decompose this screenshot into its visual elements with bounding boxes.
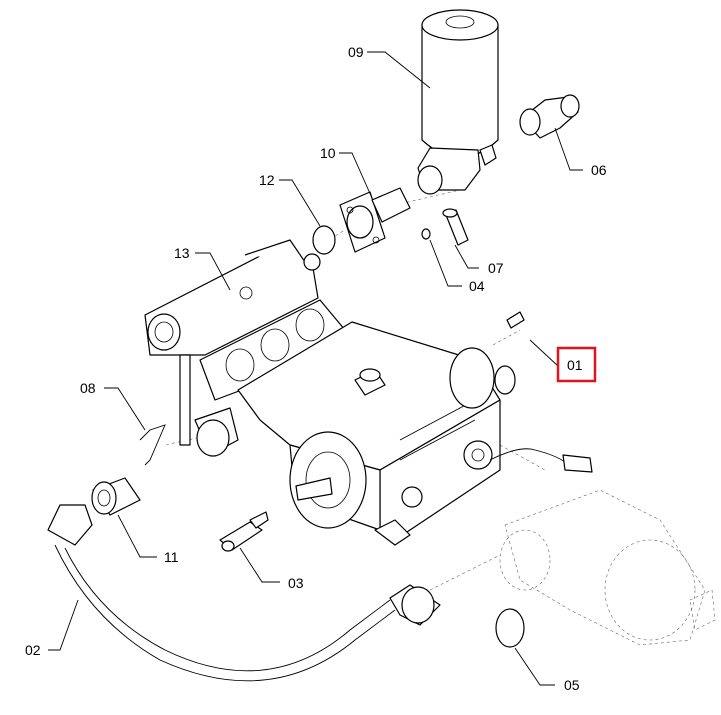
crankcase-part[interactable] [237,321,501,546]
o-ring-05-part[interactable] [495,608,525,648]
leader-lines [48,51,583,686]
screw-part[interactable] [442,208,469,246]
callout-label-01[interactable]: 01 [567,357,583,373]
hose-part[interactable] [47,504,441,682]
callout-label-05[interactable]: 05 [564,677,580,693]
callout-label-09[interactable]: 09 [348,44,364,60]
callout-label-04[interactable]: 04 [469,278,485,294]
callout-label-07[interactable]: 07 [488,260,504,276]
pin-part[interactable] [506,311,525,329]
rear-flange-part[interactable] [449,347,516,409]
callout-label-06[interactable]: 06 [591,162,607,178]
callout-label-13[interactable]: 13 [174,245,190,261]
flange-part[interactable] [339,187,411,253]
o-ring-12-part[interactable] [312,225,336,255]
hose-fitting-part[interactable] [91,477,141,516]
elbow-fitting-part[interactable] [519,94,580,139]
gearbox-assembly [499,489,716,646]
clip-part[interactable] [139,424,166,466]
sensor-probe-part[interactable] [219,511,269,552]
callout-label-02[interactable]: 02 [25,642,41,658]
washer-part[interactable] [421,228,431,240]
callout-label-08[interactable]: 08 [80,380,96,396]
callout-label-11[interactable]: 11 [164,549,179,565]
accumulator-part[interactable] [417,9,499,195]
manifold-part[interactable] [144,239,321,457]
callout-label-12[interactable]: 12 [259,172,275,188]
highlight-box [556,346,597,383]
callout-label-03[interactable]: 03 [288,575,304,591]
sensor-cable-part[interactable] [489,448,593,473]
callout-label-10[interactable]: 10 [320,145,336,161]
